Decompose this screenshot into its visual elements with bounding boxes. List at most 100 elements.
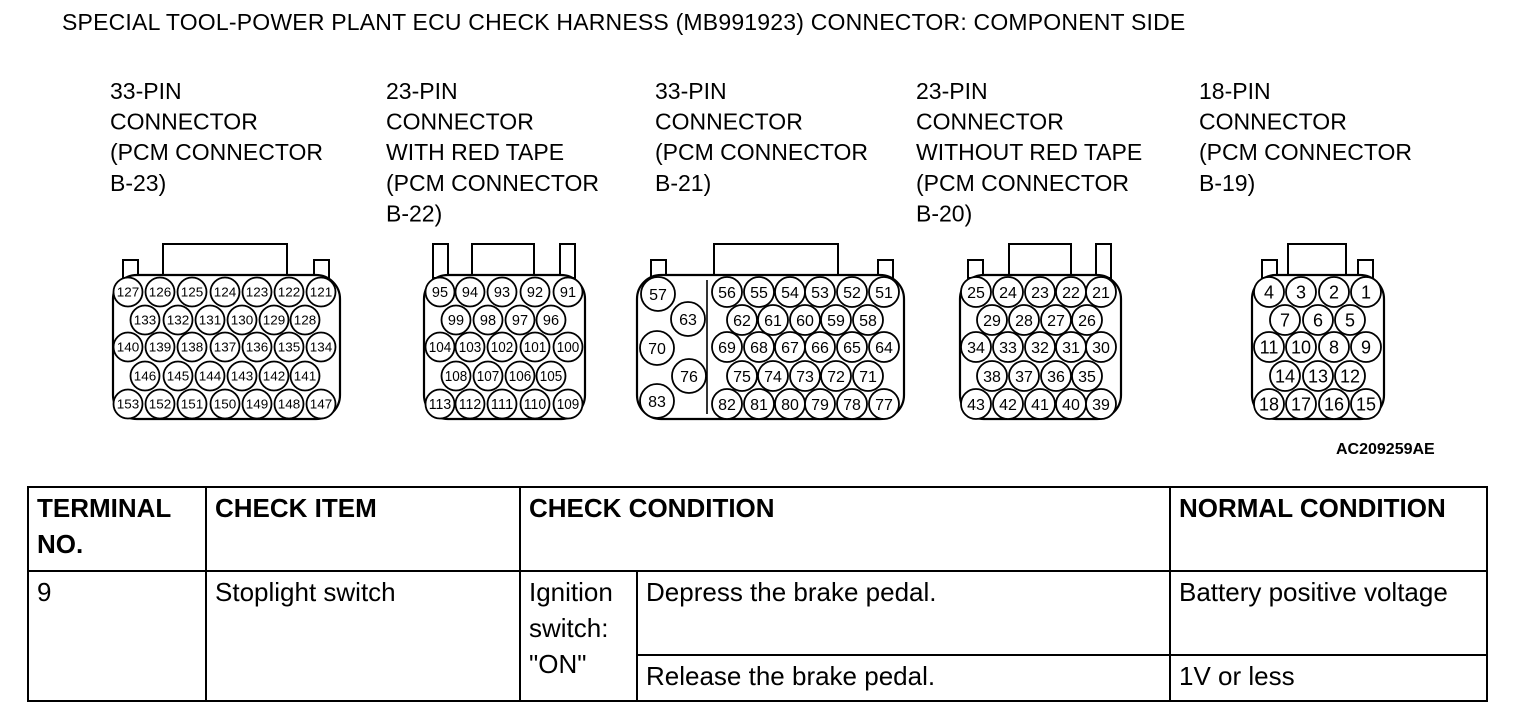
pin-number: 3 [1296,282,1306,302]
pin-number: 37 [1015,369,1033,386]
pin-number: 26 [1078,313,1096,330]
connector-latch-ear [432,243,449,279]
pin-98 [472,304,504,336]
pin-93 [486,276,518,308]
pin-number: 9 [1361,337,1371,357]
pin-number: 28 [1015,313,1033,330]
pin-129 [258,304,290,336]
pin-number: 35 [1078,369,1096,386]
pin-76 [671,358,707,394]
check-table: TERMINAL NO. CHECK ITEM CHECK CONDITION … [27,486,1488,702]
pin-number: 77 [875,397,893,414]
connector-label-line: (PCM CONNECTOR [110,139,323,165]
pin-number: 61 [764,313,782,330]
header-check-condition: CHECK CONDITION [519,486,1171,572]
pin-25 [960,276,992,308]
pin-number: 72 [827,369,845,386]
pin-53 [804,276,836,308]
pin-14 [1269,360,1301,392]
pin-number: 34 [967,340,985,357]
connector-label-line: B-23) [110,170,166,196]
pin-51 [868,276,900,308]
pin-79 [804,388,836,420]
pin-number: 152 [149,397,171,412]
pin-number: 29 [983,313,1001,330]
connector-label-line: B-21) [655,170,711,196]
pin-56 [711,276,743,308]
pin-153 [112,388,144,420]
pin-52 [836,276,868,308]
pin-number: 17 [1291,394,1311,414]
pin-82 [711,388,743,420]
pin-number: 113 [429,397,451,413]
pin-number: 42 [999,397,1017,414]
pin-6 [1302,304,1334,336]
pin-number: 71 [859,369,877,386]
pin-number: 122 [278,285,300,300]
pin-8 [1318,331,1350,363]
pin-144 [194,360,226,392]
pin-number: 24 [999,285,1017,302]
pin-number: 67 [781,340,799,357]
pin-number: 43 [967,397,985,414]
pin-number: 66 [811,340,829,357]
pin-1 [1350,276,1382,308]
header-check-item: CHECK ITEM [205,486,521,572]
pin-number: 148 [278,397,300,412]
pin-number: 99 [448,313,464,329]
pin-number: 97 [512,313,528,329]
pin-73 [789,360,821,392]
pin-65 [836,331,868,363]
pin-number: 75 [733,369,751,386]
pin-number: 142 [263,369,285,384]
pin-number: 63 [679,312,697,329]
connector-label-line: B-19) [1199,170,1255,196]
pin-26 [1071,304,1103,336]
pin-number: 144 [199,369,221,384]
pin-21 [1085,276,1117,308]
pin-number: 106 [509,369,531,385]
header-normal-condition: NORMAL CONDITION [1169,486,1488,572]
pin-134 [305,331,337,363]
pin-number: 12 [1340,366,1360,386]
pin-number: 91 [560,285,576,301]
pin-number: 11 [1260,337,1279,357]
pin-number: 103 [459,340,481,356]
pin-137 [209,331,241,363]
pin-13 [1302,360,1334,392]
pin-75 [726,360,758,392]
cell-terminal-no: 9 [27,570,207,702]
pin-66 [804,331,836,363]
pin-number: 60 [796,313,814,330]
header-terminal-no: TERMINAL NO. [27,486,207,572]
pin-24 [992,276,1024,308]
pin-number: 96 [543,313,559,329]
pin-142 [258,360,290,392]
pin-number: 30 [1092,340,1110,357]
pin-61 [757,304,789,336]
pin-number: 59 [827,313,845,330]
pin-number: 64 [875,340,893,357]
pin-63 [670,301,706,337]
pin-number: 145 [167,369,189,384]
pin-number: 38 [983,369,1001,386]
pin-133 [129,304,161,336]
pin-92 [519,276,551,308]
pin-30 [1085,331,1117,363]
pin-number: 81 [750,397,768,414]
cell-condition-depress: Depress the brake pedal. [636,570,1171,656]
pin-number: 123 [246,285,268,300]
pin-number: 93 [494,285,510,301]
pin-number: 21 [1092,285,1110,302]
connector-label-line: (PCM CONNECTOR [916,170,1129,196]
pin-102 [486,331,518,363]
pin-37 [1008,360,1040,392]
connector-label-line: 23-PIN [916,78,988,104]
pin-number: 128 [294,313,316,328]
pin-106 [504,360,536,392]
pin-number: 27 [1047,313,1065,330]
connector-label-line: 18-PIN [1199,78,1271,104]
pin-number: 79 [811,397,829,414]
connector-label-line: CONNECTOR [386,109,534,135]
